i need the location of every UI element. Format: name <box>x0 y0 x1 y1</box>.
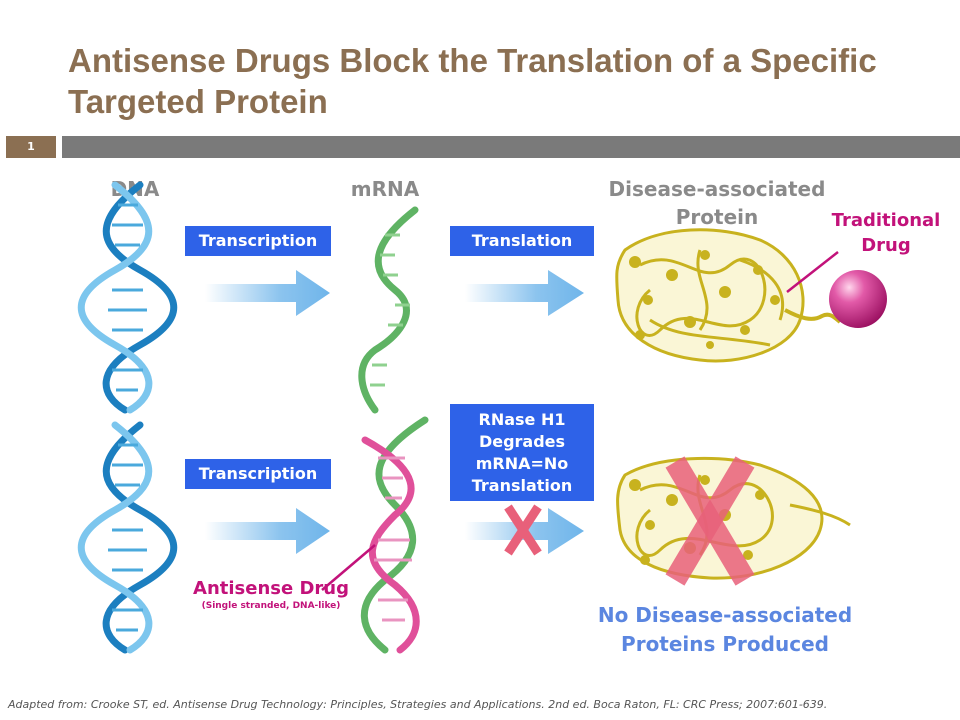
protein-column-label: Disease-associated Protein <box>600 175 834 231</box>
protein-label-line2: Protein <box>675 205 759 229</box>
result-line1: No Disease-associated <box>597 603 853 627</box>
disease-protein-top <box>615 228 842 363</box>
dna-helix-top <box>77 181 178 414</box>
protein-blocked-x <box>665 456 755 586</box>
protein-label-line1: Disease-associated <box>608 177 826 201</box>
slide-title: Antisense Drugs Block the Translation of… <box>68 42 877 120</box>
mrna-antisense-duplex <box>360 416 429 654</box>
mrna-strand-top <box>358 206 419 414</box>
translation-step-top: Translation <box>450 226 594 256</box>
traditional-drug-label: Traditional Drug <box>822 208 950 258</box>
transcription-step-bottom: Transcription <box>185 459 331 489</box>
dna-helix-bottom <box>77 421 178 654</box>
transcription-step-top: Transcription <box>185 226 331 256</box>
rnase-step-box: RNase H1 Degrades mRNA=No Translation <box>450 404 594 501</box>
rnase-line-3: mRNA=No <box>475 453 569 473</box>
antisense-drug-label: Antisense Drug <box>193 578 349 599</box>
traditional-drug-line1: Traditional <box>831 210 941 231</box>
traditional-drug-pointer-line <box>786 251 839 293</box>
antisense-pointer-line <box>321 544 376 591</box>
arrow-transcription-bottom <box>205 508 330 554</box>
arrow-translation-top <box>465 270 584 316</box>
antisense-drug-sublabel: (Single stranded, DNA-like) <box>201 601 341 611</box>
result-line2: Proteins Produced <box>621 632 829 656</box>
rnase-line-4: Translation <box>471 475 573 495</box>
traditional-drug-line2: Drug <box>861 235 911 256</box>
rnase-line-2: Degrades <box>478 431 566 451</box>
mrna-column-label: mRNA <box>350 177 420 201</box>
result-label: No Disease-associated Proteins Produced <box>580 601 870 659</box>
traditional-drug-sphere <box>829 270 887 328</box>
translation-blocked-x <box>504 504 542 556</box>
title-divider-bar <box>62 136 960 158</box>
arrow-transcription-top <box>205 270 330 316</box>
slide-number: 1 <box>6 136 56 158</box>
rnase-line-1: RNase H1 <box>478 409 566 429</box>
citation: Adapted from: Crooke ST, ed. Antisense D… <box>8 698 828 711</box>
